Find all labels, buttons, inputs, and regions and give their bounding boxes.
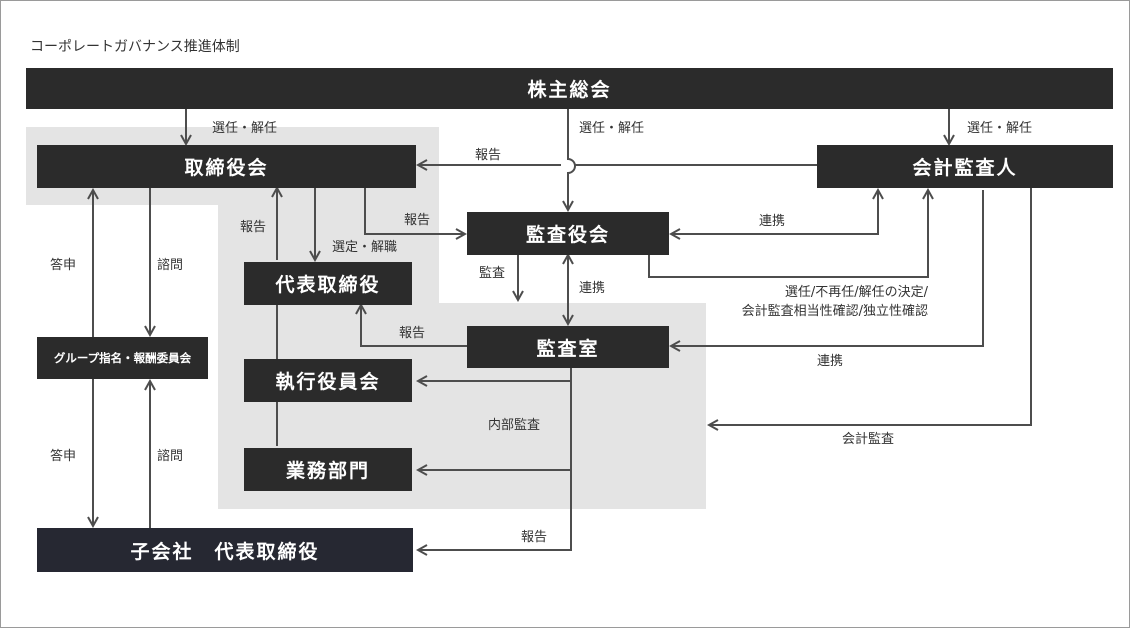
shareholders-box: 株主総会 [26, 68, 1113, 109]
label-accounting-audit: 会計監査 [842, 432, 895, 447]
label-auditor-decisions-line1: 選任/不再任/解任の決定/ [784, 285, 928, 300]
business-divisions-box: 業務部門 [244, 448, 412, 491]
label-answer-top: 答申 [50, 258, 77, 273]
label-inquiry-top: 諮問 [157, 258, 184, 273]
line-auditor-accounting-audit [709, 188, 1032, 425]
label-cooperation-office-auditor: 連携 [817, 354, 844, 369]
label-report-left: 報告 [240, 220, 267, 235]
line-audit-board-cooperation-auditor [671, 190, 878, 234]
label-cooperation-board-auditor: 連携 [759, 214, 786, 229]
executive-committee-box: 執行役員会 [244, 359, 412, 402]
line-board-report-to-audit-board [364, 188, 465, 234]
line-audit-board-decisions-to-auditor [648, 190, 928, 278]
diagram-title: コーポレートガバナンス推進体制 [30, 39, 240, 55]
label-audit: 監査 [479, 266, 506, 281]
audit-board-box: 監査役会 [467, 212, 669, 255]
label-report-subsidiary: 報告 [521, 530, 548, 545]
label-cooperation-audit: 連携 [579, 281, 606, 296]
label-elect-dismiss-audit: 選任・解任 [579, 121, 645, 136]
representative-director-box: 代表取締役 [244, 262, 412, 305]
label-inquiry-bottom: 諮問 [157, 449, 184, 464]
audit-office-box: 監査室 [467, 326, 669, 368]
board-box: 取締役会 [37, 145, 416, 188]
label-select-dismiss: 選定・解職 [332, 240, 398, 255]
label-report-board-to-audit: 報告 [404, 213, 431, 228]
label-answer-bottom: 答申 [50, 449, 77, 464]
line-shareholders-to-audit-board [568, 109, 576, 210]
label-auditor-decisions-line2: 会計監査相当性確認/独立性確認 [741, 304, 928, 319]
line-office-internal-audit-spine [418, 368, 572, 550]
subsidiary-box: 子会社 代表取締役 [37, 528, 413, 572]
label-report-to-board: 報告 [475, 148, 502, 163]
label-internal-audit: 内部監査 [488, 418, 541, 433]
label-elect-dismiss-board: 選任・解任 [212, 121, 278, 136]
label-report-office-to-rep: 報告 [399, 326, 426, 341]
accounting-auditor-box: 会計監査人 [817, 145, 1113, 188]
line-auditor-cooperation-office [671, 190, 984, 346]
line-office-report-to-rep [361, 305, 467, 347]
label-elect-dismiss-auditor: 選任・解任 [967, 121, 1033, 136]
nomination-committee-box: グループ指名・報酬委員会 [37, 337, 208, 379]
